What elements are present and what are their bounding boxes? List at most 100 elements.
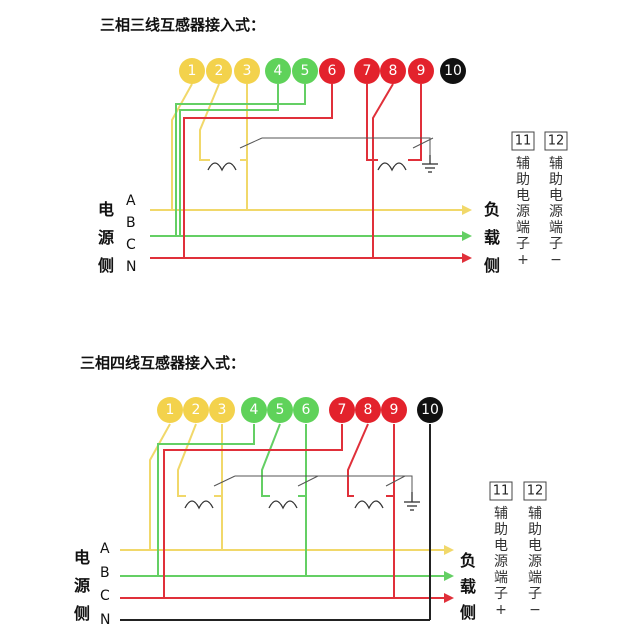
wire-t4	[179, 84, 279, 236]
wiring	[150, 83, 472, 263]
phase-c-label: C	[126, 237, 136, 253]
terminal-number: 2	[215, 63, 224, 79]
terminal-circle	[440, 58, 466, 84]
terminal-circle	[329, 397, 355, 423]
terminal-circle	[354, 58, 380, 84]
load-char: 负	[460, 551, 476, 570]
aux-number: 11	[493, 484, 510, 499]
phase-n-label: N	[100, 612, 110, 628]
load-char: 负	[484, 200, 500, 219]
aux-label-char: 助	[528, 522, 542, 538]
diagram-four-wire: 三相四线互感器接入式：	[74, 354, 547, 628]
phase-b-label: B	[100, 565, 110, 581]
ct-coil-1	[207, 162, 237, 172]
diagram-title: 三相四线互感器接入式：	[80, 354, 245, 372]
source-char: 侧	[74, 604, 90, 623]
terminal-number: 5	[276, 402, 285, 418]
terminal-5: 5	[292, 58, 318, 84]
terminal-circle	[408, 58, 434, 84]
aux-label-char: 源	[549, 204, 563, 220]
wire-t4	[157, 424, 255, 576]
terminal-6: 6	[293, 397, 319, 423]
aux-label-char: +	[517, 252, 529, 268]
terminal-circle	[381, 397, 407, 423]
aux-terminal-11: 11	[489, 481, 513, 501]
aux-label-char: 端	[516, 220, 530, 236]
terminal-circle	[265, 58, 291, 84]
wiring	[120, 423, 454, 621]
current-transformers	[184, 500, 384, 510]
terminal-circle	[267, 397, 293, 423]
aux-label-char: 源	[528, 554, 542, 570]
ct-link	[235, 475, 413, 492]
aux-terminal-11: 11	[511, 131, 535, 151]
terminal-number: 8	[389, 63, 398, 79]
terminal-circle	[355, 397, 381, 423]
phase-a-label: A	[126, 193, 136, 209]
aux-label-char: 辅	[528, 506, 542, 522]
terminal-number: 7	[338, 402, 347, 418]
wire-t2	[177, 423, 197, 497]
terminal-5: 5	[267, 397, 293, 423]
aux-terminal-12: 12	[544, 131, 568, 151]
wire-t5	[261, 423, 281, 497]
terminal-number: 3	[218, 402, 227, 418]
ct-coil-2	[268, 500, 298, 510]
terminal-circle	[241, 397, 267, 423]
ground-icon	[404, 492, 420, 511]
terminal-2: 2	[183, 397, 209, 423]
ground-icon	[422, 155, 438, 173]
ct-switch-3	[385, 475, 406, 487]
source-char: 源	[98, 228, 114, 247]
aux-label-char: 子	[516, 236, 530, 252]
terminal-number: 10	[444, 63, 462, 79]
ct-coil-1	[184, 500, 214, 510]
terminal-7: 7	[354, 58, 380, 84]
ct-switch-1	[213, 475, 236, 487]
wire-t8	[347, 423, 369, 497]
current-transformers	[207, 162, 407, 172]
source-side-label: 电 源 侧	[98, 200, 114, 275]
aux-label-char: 辅	[516, 156, 530, 172]
aux-label-char: 子	[494, 586, 508, 602]
terminal-3: 3	[209, 397, 235, 423]
terminal-circle	[292, 58, 318, 84]
terminal-9: 9	[408, 58, 434, 84]
aux-label-char: 助	[549, 172, 563, 188]
terminal-number: 6	[302, 402, 311, 418]
aux-label-char: 子	[528, 586, 542, 602]
load-char: 侧	[460, 603, 476, 622]
terminal-2: 2	[206, 58, 232, 84]
terminal-circle	[380, 58, 406, 84]
aux-label-char: 电	[528, 538, 542, 554]
terminal-number: 6	[328, 63, 337, 79]
terminal-number: 5	[301, 63, 310, 79]
aux-label-char: −	[550, 252, 562, 268]
terminal-8: 8	[355, 397, 381, 423]
aux-label-char: 端	[549, 220, 563, 236]
terminal-number: 8	[364, 402, 373, 418]
terminal-10: 10	[440, 58, 466, 84]
load-char: 载	[460, 577, 476, 596]
aux-label-char: 助	[516, 172, 530, 188]
terminal-number: 4	[274, 63, 283, 79]
aux-label-char: 电	[549, 188, 563, 204]
aux-terminal-12: 12	[523, 481, 547, 501]
ct-coil-2	[377, 162, 407, 172]
terminal-number: 3	[243, 63, 252, 79]
wire-t2	[199, 83, 220, 161]
aux-label-char: 电	[516, 188, 530, 204]
aux-label-char: 端	[494, 570, 508, 586]
source-side-label: 电 源 侧	[74, 548, 90, 623]
load-char: 侧	[484, 256, 500, 275]
aux-label-char: 源	[516, 204, 530, 220]
terminal-circle	[179, 58, 205, 84]
wire-t3	[240, 84, 248, 161]
phase-n-label: N	[126, 259, 136, 275]
load-side-label: 负 载 侧	[460, 551, 476, 622]
ct-coil-3	[354, 500, 384, 510]
terminal-number: 9	[417, 63, 426, 79]
